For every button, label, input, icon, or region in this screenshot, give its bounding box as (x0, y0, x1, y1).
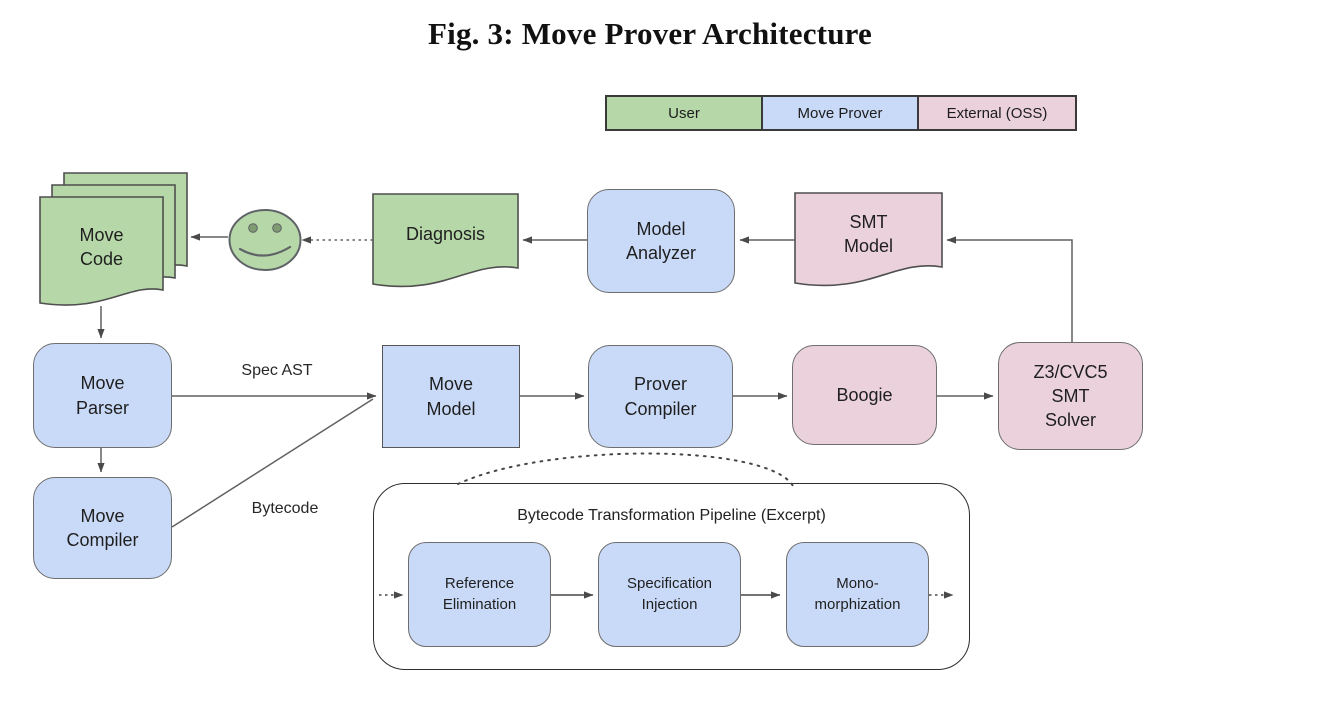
node-move-parser: Move Parser (33, 343, 172, 448)
node-move-compiler: Move Compiler (33, 477, 172, 579)
dotted-arc-prover-compiler-to-pipeline (457, 452, 794, 487)
legend-item-move-prover: Move Prover (761, 95, 919, 131)
bytecode-pipeline-title: Bytecode Transformation Pipeline (Excerp… (517, 507, 826, 524)
node-prover-compiler: Prover Compiler (588, 345, 733, 448)
edge-label-bytecode: Bytecode (251, 500, 319, 517)
pipeline-stage-specification-injection: Specification Injection (598, 542, 741, 647)
edge-label-spec-ast: Spec AST (241, 362, 313, 379)
pipeline-stage-monomorphization: Mono- morphization (786, 542, 929, 647)
legend: User Move Prover External (OSS) (605, 95, 1077, 131)
legend-item-external-oss: External (OSS) (917, 95, 1077, 131)
node-smt-solver: Z3/CVC5 SMT Solver (998, 342, 1143, 450)
figure-title: Fig. 3: Move Prover Architecture (428, 16, 872, 51)
node-move-model: Move Model (382, 345, 520, 448)
node-diagnosis: Diagnosis (405, 223, 486, 244)
arrow-solver-to-smt-model (946, 236, 1073, 342)
pipeline-stage-reference-elimination: Reference Elimination (408, 542, 551, 647)
smiley-face-icon (228, 209, 302, 271)
node-model-analyzer: Model Analyzer (587, 189, 735, 293)
node-move-code: Move Code (79, 224, 124, 269)
node-boogie: Boogie (792, 345, 937, 445)
node-smt-model: SMT Model (843, 211, 894, 256)
legend-item-user: User (605, 95, 763, 131)
